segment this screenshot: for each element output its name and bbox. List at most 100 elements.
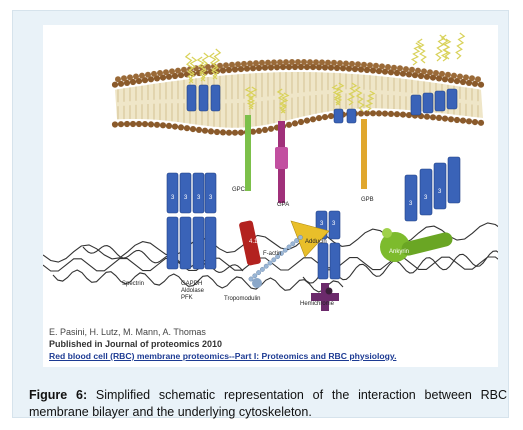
lipid-head: [247, 60, 253, 67]
spectrin-chain: [82, 245, 244, 273]
factin-bead: [252, 273, 258, 279]
lipid-head: [385, 64, 391, 70]
lipid-head: [337, 60, 343, 67]
band3-protein: [179, 216, 192, 270]
tropomodulin-protein: [252, 278, 262, 288]
lipid-head: [115, 76, 121, 83]
lipid-head: [367, 62, 373, 69]
diagram-panel: 3 3 3 3 3 3 3 3 3 GPC GPA GPB 4.1 Adduci…: [43, 25, 498, 367]
tropomodulin-label: Tropomodulin: [224, 296, 261, 302]
lipid-head: [309, 64, 317, 71]
lipid-head: [369, 110, 377, 117]
lipid-head: [429, 74, 437, 81]
lipid-head: [391, 64, 397, 71]
caption-text: Simplified schematic representation of t…: [29, 388, 507, 419]
lipid-head: [127, 74, 133, 81]
band3-protein: [210, 84, 221, 112]
lipid-head: [117, 80, 125, 87]
band3-protein: [333, 108, 344, 124]
band3-protein: [204, 172, 217, 214]
lipid-head: [439, 70, 445, 77]
lipid-head: [243, 65, 251, 72]
factin-bead: [267, 260, 273, 266]
factin-bead: [271, 257, 277, 263]
lipid-head: [157, 70, 163, 76]
band3-protein: [179, 172, 192, 214]
band3-protein: [346, 108, 357, 124]
glycan-chain: [364, 90, 376, 112]
lipid-head: [373, 62, 379, 69]
lipid-head: [291, 63, 299, 71]
lipid-head: [241, 60, 247, 67]
band3-label: 3: [424, 195, 428, 201]
lipid-head: [331, 59, 337, 66]
lipid-head: [355, 61, 361, 68]
lipid-head: [399, 111, 407, 118]
lipid-head: [159, 122, 167, 129]
lipid-head: [259, 59, 265, 66]
band3-protein: [328, 210, 341, 240]
lipid-head: [291, 120, 299, 127]
lipid-head: [343, 60, 349, 67]
lipid-head: [387, 110, 395, 117]
protein41-label: 4.1: [249, 239, 258, 245]
lipid-head: [387, 69, 395, 76]
lipid-head: [465, 118, 473, 125]
credit-title-link[interactable]: Red blood cell (RBC) membrane proteomics…: [49, 351, 397, 361]
hemichrome-label: Hemichrome: [300, 301, 335, 307]
lipid-head: [381, 110, 389, 117]
lipid-head: [129, 78, 137, 86]
caption-lead: Figure 6:: [29, 388, 88, 402]
lipid-head: [225, 66, 233, 74]
lipid-head: [255, 127, 263, 134]
lipid-head: [135, 78, 143, 85]
lipid-head: [181, 66, 187, 73]
lipid-head: [225, 129, 233, 136]
adducin-label: Adducin: [305, 239, 327, 245]
lipid-head: [163, 69, 169, 76]
lipid-head: [405, 71, 413, 78]
lipid-head: [213, 128, 221, 136]
lipid-head: [327, 64, 335, 71]
lipid-head: [117, 121, 125, 128]
lipid-head: [121, 75, 127, 82]
lipid-head: [189, 126, 197, 133]
lipid-head: [297, 118, 305, 126]
lipid-head: [177, 124, 185, 131]
lipid-head: [301, 59, 307, 65]
lipid-head: [349, 60, 355, 67]
lipid-head: [285, 121, 293, 128]
lipid-head: [453, 78, 461, 85]
band3-label: 3: [209, 195, 213, 201]
lipid-head: [219, 67, 227, 74]
lipid-head: [459, 117, 467, 124]
lipid-head: [229, 61, 235, 68]
lipid-head: [153, 121, 161, 128]
factin-bead: [278, 250, 284, 256]
band3-label: 3: [184, 195, 188, 201]
lipid-head: [277, 59, 283, 66]
lipid-head: [261, 126, 269, 133]
spectrin-chain: [43, 256, 498, 272]
lipid-head: [445, 71, 451, 78]
gpc-label: GPC: [232, 187, 246, 193]
lipid-head: [423, 113, 431, 120]
lipid-head: [201, 127, 209, 134]
factin-bead: [297, 234, 303, 240]
glycan-chain: [416, 38, 427, 64]
lipid-head: [441, 115, 449, 122]
lipid-head: [451, 72, 457, 79]
lipid-head: [435, 75, 443, 82]
lipid-head: [447, 116, 455, 123]
band3-protein: [410, 94, 422, 116]
lipid-head: [123, 120, 131, 128]
lipid-head: [129, 120, 137, 128]
lipid-head: [457, 73, 463, 80]
factin-bead: [248, 276, 254, 282]
lipid-head: [153, 75, 161, 82]
lipid-head: [433, 70, 439, 76]
lipid-head: [465, 79, 473, 86]
gapdh-label: GAPDH: [181, 281, 203, 287]
lipid-head: [447, 77, 455, 84]
factin-bead: [259, 266, 265, 272]
